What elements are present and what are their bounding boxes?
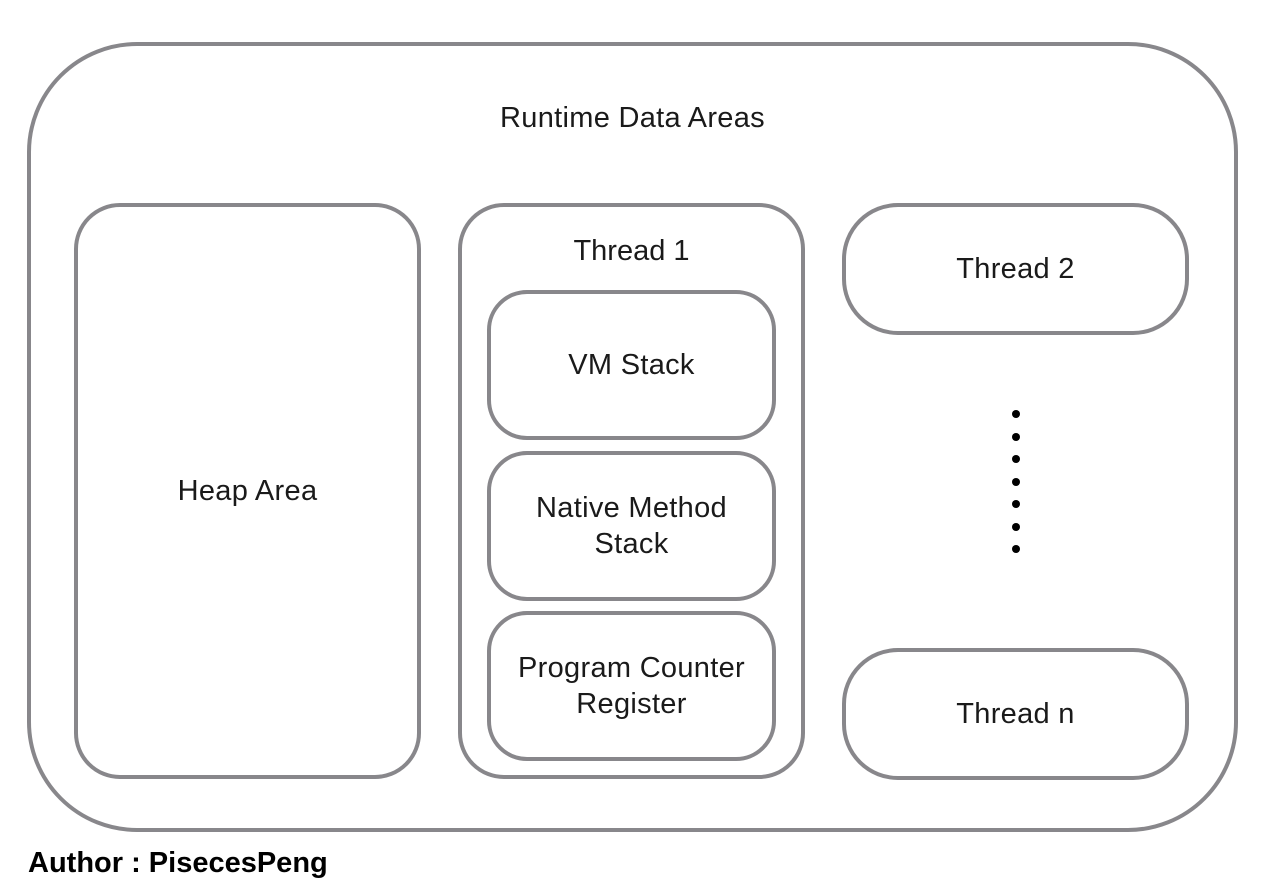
runtime-data-areas-title: Runtime Data Areas [500, 102, 765, 134]
vm-stack-label: VM Stack [568, 349, 695, 381]
program-counter-register-label: Program Counter Register [518, 650, 745, 722]
ellipsis-dot [1012, 500, 1020, 508]
ellipsis-dot [1012, 455, 1020, 463]
thread-n-box: Thread n [842, 648, 1189, 780]
program-counter-register-line-1: Program Counter [518, 652, 745, 684]
thread-2-box: Thread 2 [842, 203, 1189, 335]
ellipsis-dot [1012, 477, 1020, 486]
program-counter-register-line-2: Register [576, 688, 687, 720]
native-method-stack-label: Native Method Stack [536, 490, 727, 562]
ellipsis-dot [1012, 432, 1020, 441]
vm-stack-box: VM Stack [487, 290, 776, 440]
native-method-stack-box: Native Method Stack [487, 451, 776, 601]
program-counter-register-box: Program Counter Register [487, 611, 776, 761]
ellipsis-dot [1012, 545, 1020, 553]
native-method-stack-line-1: Native Method [536, 492, 727, 524]
ellipsis-dot [1012, 522, 1020, 531]
thread-2-label: Thread 2 [956, 253, 1075, 285]
heap-area-box: Heap Area [74, 203, 421, 779]
author-caption: Author : PisecesPeng [28, 847, 328, 879]
ellipsis-dot [1012, 410, 1020, 418]
thread-n-label: Thread n [956, 698, 1075, 730]
heap-area-label: Heap Area [177, 475, 318, 507]
native-method-stack-line-2: Stack [594, 528, 669, 560]
thread-1-title: Thread 1 [573, 235, 690, 267]
